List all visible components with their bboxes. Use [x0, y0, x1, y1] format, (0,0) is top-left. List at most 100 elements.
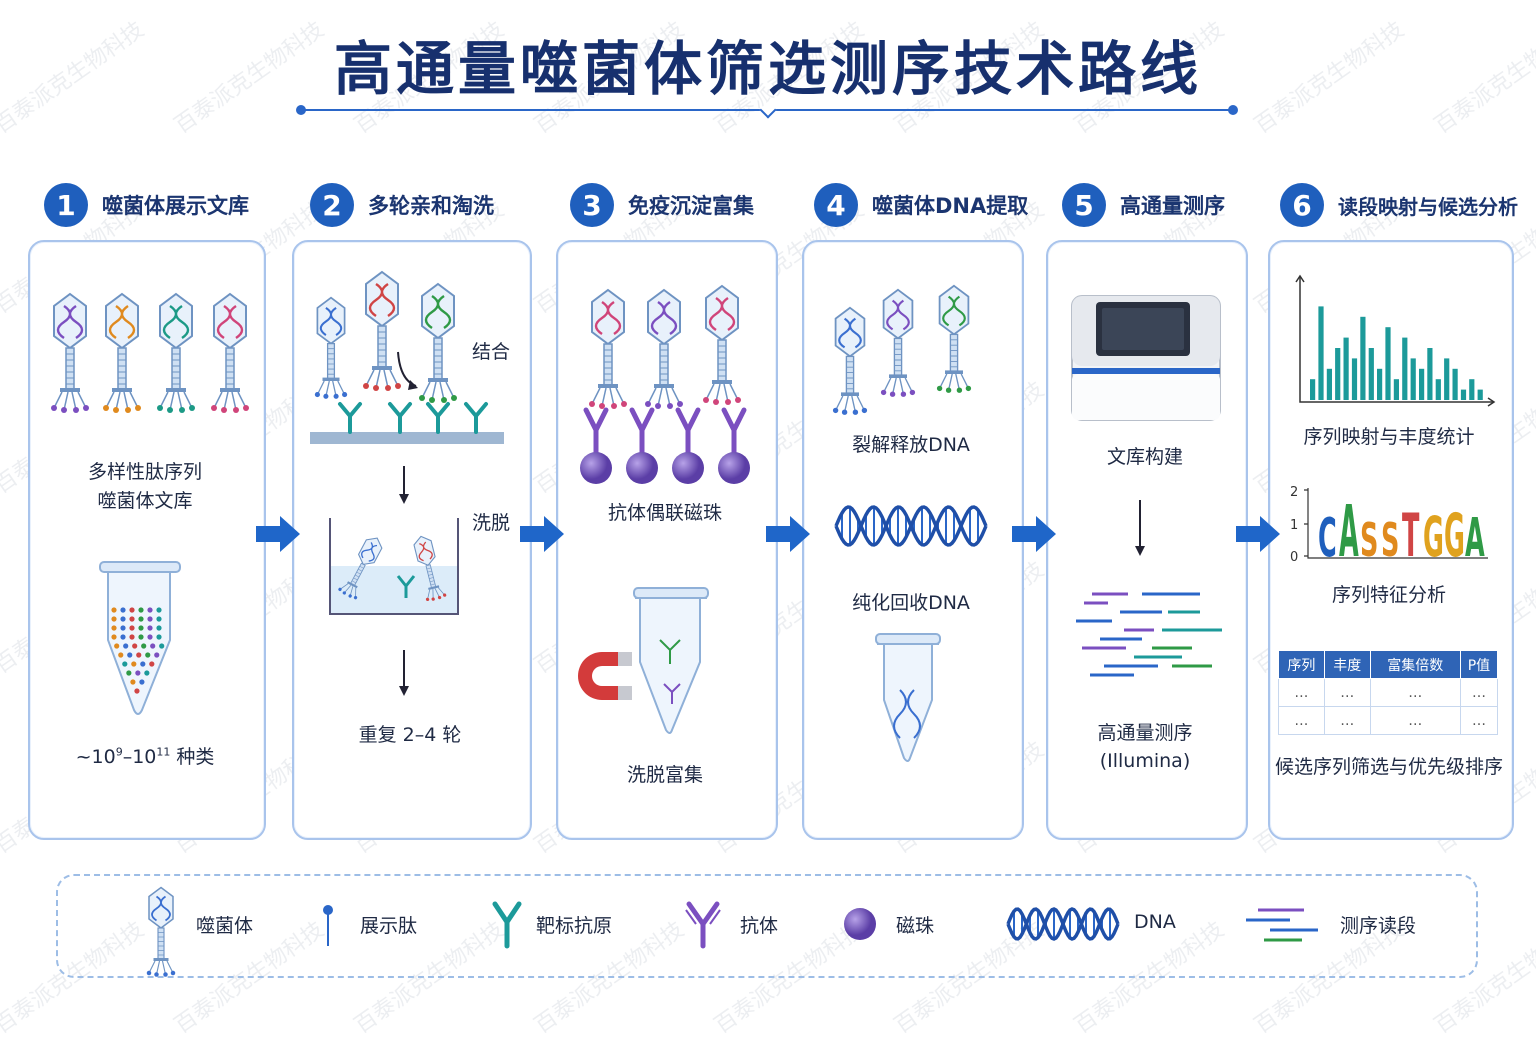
dna-icon [834, 505, 988, 547]
abundance-bar [1469, 379, 1475, 400]
phage-icon [314, 296, 348, 401]
abundance-bar [1444, 358, 1450, 400]
logo-letter: T [1402, 500, 1420, 570]
logo-letter: G [1423, 506, 1444, 570]
antibody-bead-row [580, 407, 750, 484]
elution-label: 洗脱 [472, 512, 511, 534]
magnet-icon [578, 652, 632, 700]
down-arrow [399, 466, 409, 504]
abundance-bar [1460, 389, 1467, 400]
antibody-icon [629, 407, 655, 457]
legend-dna-label: DNA [1134, 911, 1176, 933]
abundance-bar [1351, 358, 1358, 400]
flow-arrow-2 [520, 516, 564, 552]
step-6-header: 6 读段映射与候选分析 [1280, 182, 1518, 228]
step-5-title: 高通量测序 [1120, 194, 1225, 218]
step-1-number: 1 [44, 183, 88, 227]
sequencer-icon [1071, 295, 1221, 421]
logo-tick-0: 0 [1290, 550, 1298, 565]
step-1-title: 噬菌体展示文库 [102, 194, 249, 218]
wash-beaker [329, 518, 459, 615]
abundance-bar [1326, 368, 1332, 400]
library-tube-icon [99, 561, 181, 715]
motif-label: 序列特征分析 [1331, 584, 1446, 606]
enrichment-tube-icon [633, 587, 709, 734]
abundance-bar [1452, 368, 1458, 400]
abundance-bar [1318, 306, 1324, 400]
step-2-number: 2 [310, 183, 354, 227]
antigen-icon [492, 901, 522, 949]
step-2-header: 2 多轮亲和淘洗 [310, 182, 494, 228]
antibody-icon [675, 407, 701, 457]
logo-tick-2: 2 [1290, 485, 1298, 500]
phage-icon [702, 284, 742, 408]
table-row: ………… [1278, 706, 1499, 735]
step-5-header: 5 高通量测序 [1062, 182, 1225, 228]
flow-arrow-1 [256, 516, 300, 552]
logo-letter: G [1444, 500, 1465, 570]
legend-phage-label: 噬菌体 [196, 915, 254, 937]
reads-cluster [1076, 592, 1222, 677]
peptide-icon [323, 905, 333, 946]
abundance-bar [1477, 389, 1483, 400]
mapping-label: 序列映射与丰度统计 [1303, 426, 1475, 448]
phage-icon [50, 292, 90, 416]
abundance-bar [1377, 368, 1383, 400]
abundance-bar [1435, 379, 1441, 400]
purify-label: 纯化回收DNA [852, 592, 970, 614]
sequencing-label-line1: 高通量测序 [1097, 722, 1193, 744]
binding-arrow [397, 351, 418, 390]
phage-icon [410, 533, 448, 604]
logo-letter: S [1360, 513, 1378, 567]
phage-icon [832, 306, 868, 418]
abundance-bar [1385, 327, 1391, 400]
abundance-bar [1410, 358, 1416, 400]
phage-icon [880, 288, 916, 400]
bead-icon [672, 452, 704, 484]
library-label-line2: 噬菌体文库 [97, 490, 193, 512]
phage-icon [936, 284, 972, 396]
step-5-number: 5 [1062, 183, 1106, 227]
step-2-title: 多轮亲和淘洗 [368, 194, 494, 218]
reads-icon [1246, 908, 1318, 942]
abundance-bar [1335, 348, 1341, 400]
phage-icon [102, 292, 142, 416]
logo-tick-1: 1 [1290, 518, 1298, 533]
logo-letter: C [1318, 506, 1337, 568]
library-build-label: 文库构建 [1106, 446, 1183, 468]
binding-label: 结合 [472, 341, 511, 363]
flow-arrow-3 [766, 516, 810, 552]
lysis-label: 裂解释放DNA [852, 434, 970, 456]
repeat-label: 重复 2–4 轮 [358, 724, 462, 746]
abundance-bar-chart [1295, 274, 1496, 407]
step-6-number: 6 [1280, 183, 1324, 227]
abundance-bar [1393, 379, 1399, 400]
abundance-bar [1310, 379, 1316, 400]
step-6-title: 读段映射与候选分析 [1338, 194, 1518, 219]
legend-reads-label: 测序读段 [1340, 915, 1417, 937]
phage-icon [644, 288, 684, 412]
antibody-icon [583, 407, 609, 457]
library-size-label: ~109–1011 种类 [75, 745, 215, 768]
logo-letter: A [1339, 489, 1359, 573]
legend-antibody-label: 抗体 [740, 915, 779, 937]
logo-letter: A [1465, 506, 1485, 568]
step-3-title: 免疫沉淀富集 [628, 194, 754, 218]
antibody-icon [721, 407, 747, 457]
dna-tube-icon [875, 633, 941, 762]
bead-icon [844, 908, 876, 940]
candidate-table: 序列 丰度 富集倍数 P值 ………… ………… [1278, 650, 1499, 735]
step-4-number: 4 [814, 183, 858, 227]
phage-icon [210, 292, 250, 416]
step-1-header: 1 噬菌体展示文库 [44, 182, 249, 228]
sequencing-label-line2: (Illumina) [1099, 750, 1191, 772]
beads-label: 抗体偶联磁珠 [607, 502, 722, 524]
down-arrow [399, 650, 409, 696]
phage-icon [146, 886, 176, 979]
underline-left-dot [296, 105, 306, 115]
abundance-bar [1419, 368, 1425, 400]
abundance-bar [1360, 316, 1366, 400]
phage-icon [362, 270, 402, 394]
